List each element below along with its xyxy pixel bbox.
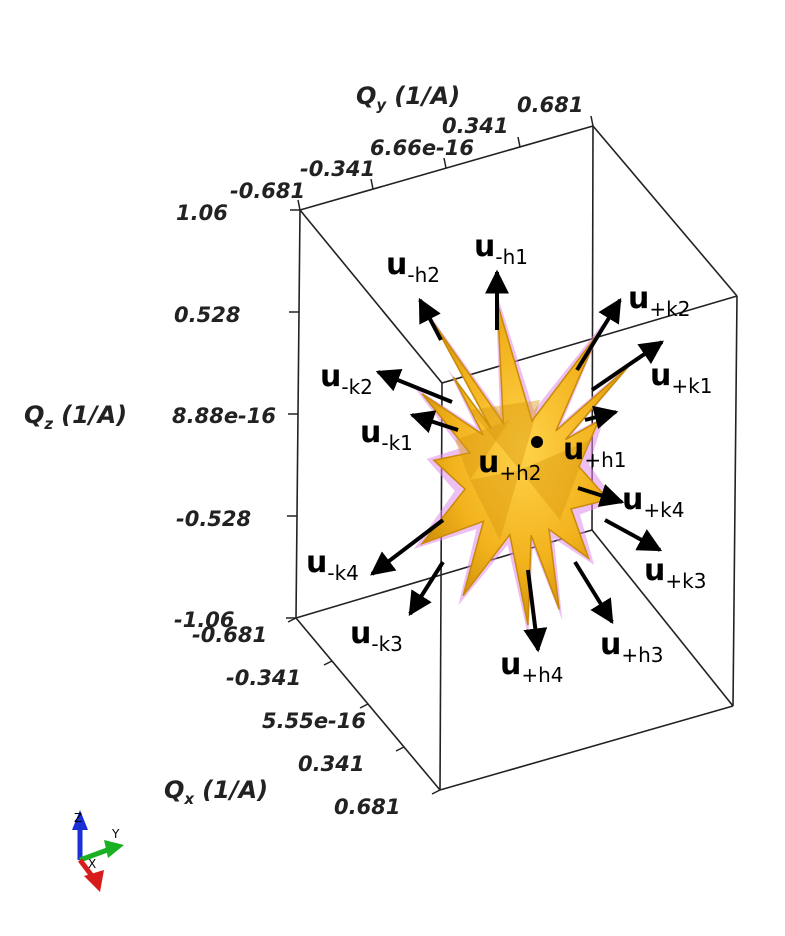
vector-arrow <box>409 410 459 434</box>
qy-axis-title: Qy(1/A) <box>356 82 460 114</box>
triad-x-label: X <box>88 857 96 871</box>
qz-axis: Qz(1/A) 1.06 0.528 8.88e-16 -0.528 -1.06 <box>24 201 300 632</box>
box-edge <box>439 705 734 791</box>
qz-tick: -0.528 <box>176 507 251 531</box>
vector-label: u+h2 <box>478 445 542 485</box>
qy-tick: 0.341 <box>442 114 508 138</box>
vector-arrow <box>418 297 443 341</box>
vector-arrow <box>408 560 445 617</box>
vector-label: u+k2 <box>628 281 690 321</box>
box-edge <box>299 209 443 384</box>
vector-label: u-h1 <box>474 229 528 269</box>
isosurface-facet <box>470 400 540 470</box>
isosurface-facet <box>455 420 510 480</box>
qx-tick: -0.681 <box>192 623 267 647</box>
vector-arrow <box>573 560 614 625</box>
box-edge <box>299 125 594 211</box>
box-edge <box>439 382 443 791</box>
triad-y-label: Y <box>111 827 120 841</box>
qy-tick: -0.341 <box>300 157 375 181</box>
vector-label: u+k3 <box>644 553 706 593</box>
qx-tick: 0.341 <box>298 752 364 776</box>
qx-tick: -0.341 <box>226 666 301 690</box>
vector-label: u+k1 <box>650 358 712 398</box>
vector-label: u-k1 <box>360 415 413 455</box>
qz-tick: 0.528 <box>174 303 240 327</box>
qy-tick: 6.66e-16 <box>370 136 474 160</box>
vector-arrow <box>575 297 622 372</box>
vector-labels: u-h1 u-h2 u+k2 u+k1 u-k2 u-k1 u+h1 u+h2 u+k4 u-k4… <box>306 229 712 687</box>
qz-tick: 8.88e-16 <box>172 404 276 428</box>
box-edge <box>441 295 738 384</box>
origin-point <box>531 436 543 448</box>
box-edge <box>591 529 734 707</box>
isosurface-star <box>413 289 637 637</box>
box-edge <box>592 125 738 297</box>
vector-arrow <box>584 405 619 430</box>
qx-axis-title: Qx(1/A) <box>164 776 268 808</box>
isosurface-facet <box>520 440 590 520</box>
qy-axis: Qy(1/A) -0.681 -0.341 6.66e-16 0.341 0.6… <box>230 82 594 211</box>
isosurface-facet <box>470 470 520 540</box>
qz-axis-title: Qz(1/A) <box>24 401 127 433</box>
box-edge <box>591 125 594 531</box>
vector-label: u+k4 <box>622 482 684 522</box>
vector-arrow <box>375 368 453 404</box>
vector-arrow <box>523 569 548 653</box>
qy-tick: -0.681 <box>230 179 305 203</box>
qy-tick: 0.681 <box>517 93 583 117</box>
triad-z-label: Z <box>74 811 82 825</box>
vector-arrow <box>577 484 625 507</box>
vector-label: u+h1 <box>563 432 627 472</box>
vector-arrow <box>370 518 445 576</box>
box-edge <box>732 295 738 707</box>
qx-axis: Qx(1/A) -0.681 -0.341 5.55e-16 0.341 0.6… <box>164 617 441 819</box>
x-arrow-icon <box>84 870 104 892</box>
vector-label: u-h2 <box>386 247 440 287</box>
vector-label: u+h4 <box>500 647 564 687</box>
vector-arrow <box>590 340 664 392</box>
vector-label: u-k2 <box>320 359 373 399</box>
orientation-triad: Z Y X <box>72 810 124 892</box>
vector-arrow <box>604 518 663 552</box>
y-arrow-icon <box>104 840 124 858</box>
qz-tick: 1.06 <box>176 201 228 225</box>
vector-label: u+h3 <box>600 627 664 667</box>
qx-tick: 0.681 <box>334 795 400 819</box>
qx-tick: 5.55e-16 <box>262 709 366 733</box>
vector-arrows <box>370 269 664 653</box>
qz-tick: -1.06 <box>174 608 235 632</box>
vector-label: u-k3 <box>350 616 403 656</box>
vector-label: u-k4 <box>306 545 359 585</box>
z-arrow-icon <box>72 810 88 830</box>
